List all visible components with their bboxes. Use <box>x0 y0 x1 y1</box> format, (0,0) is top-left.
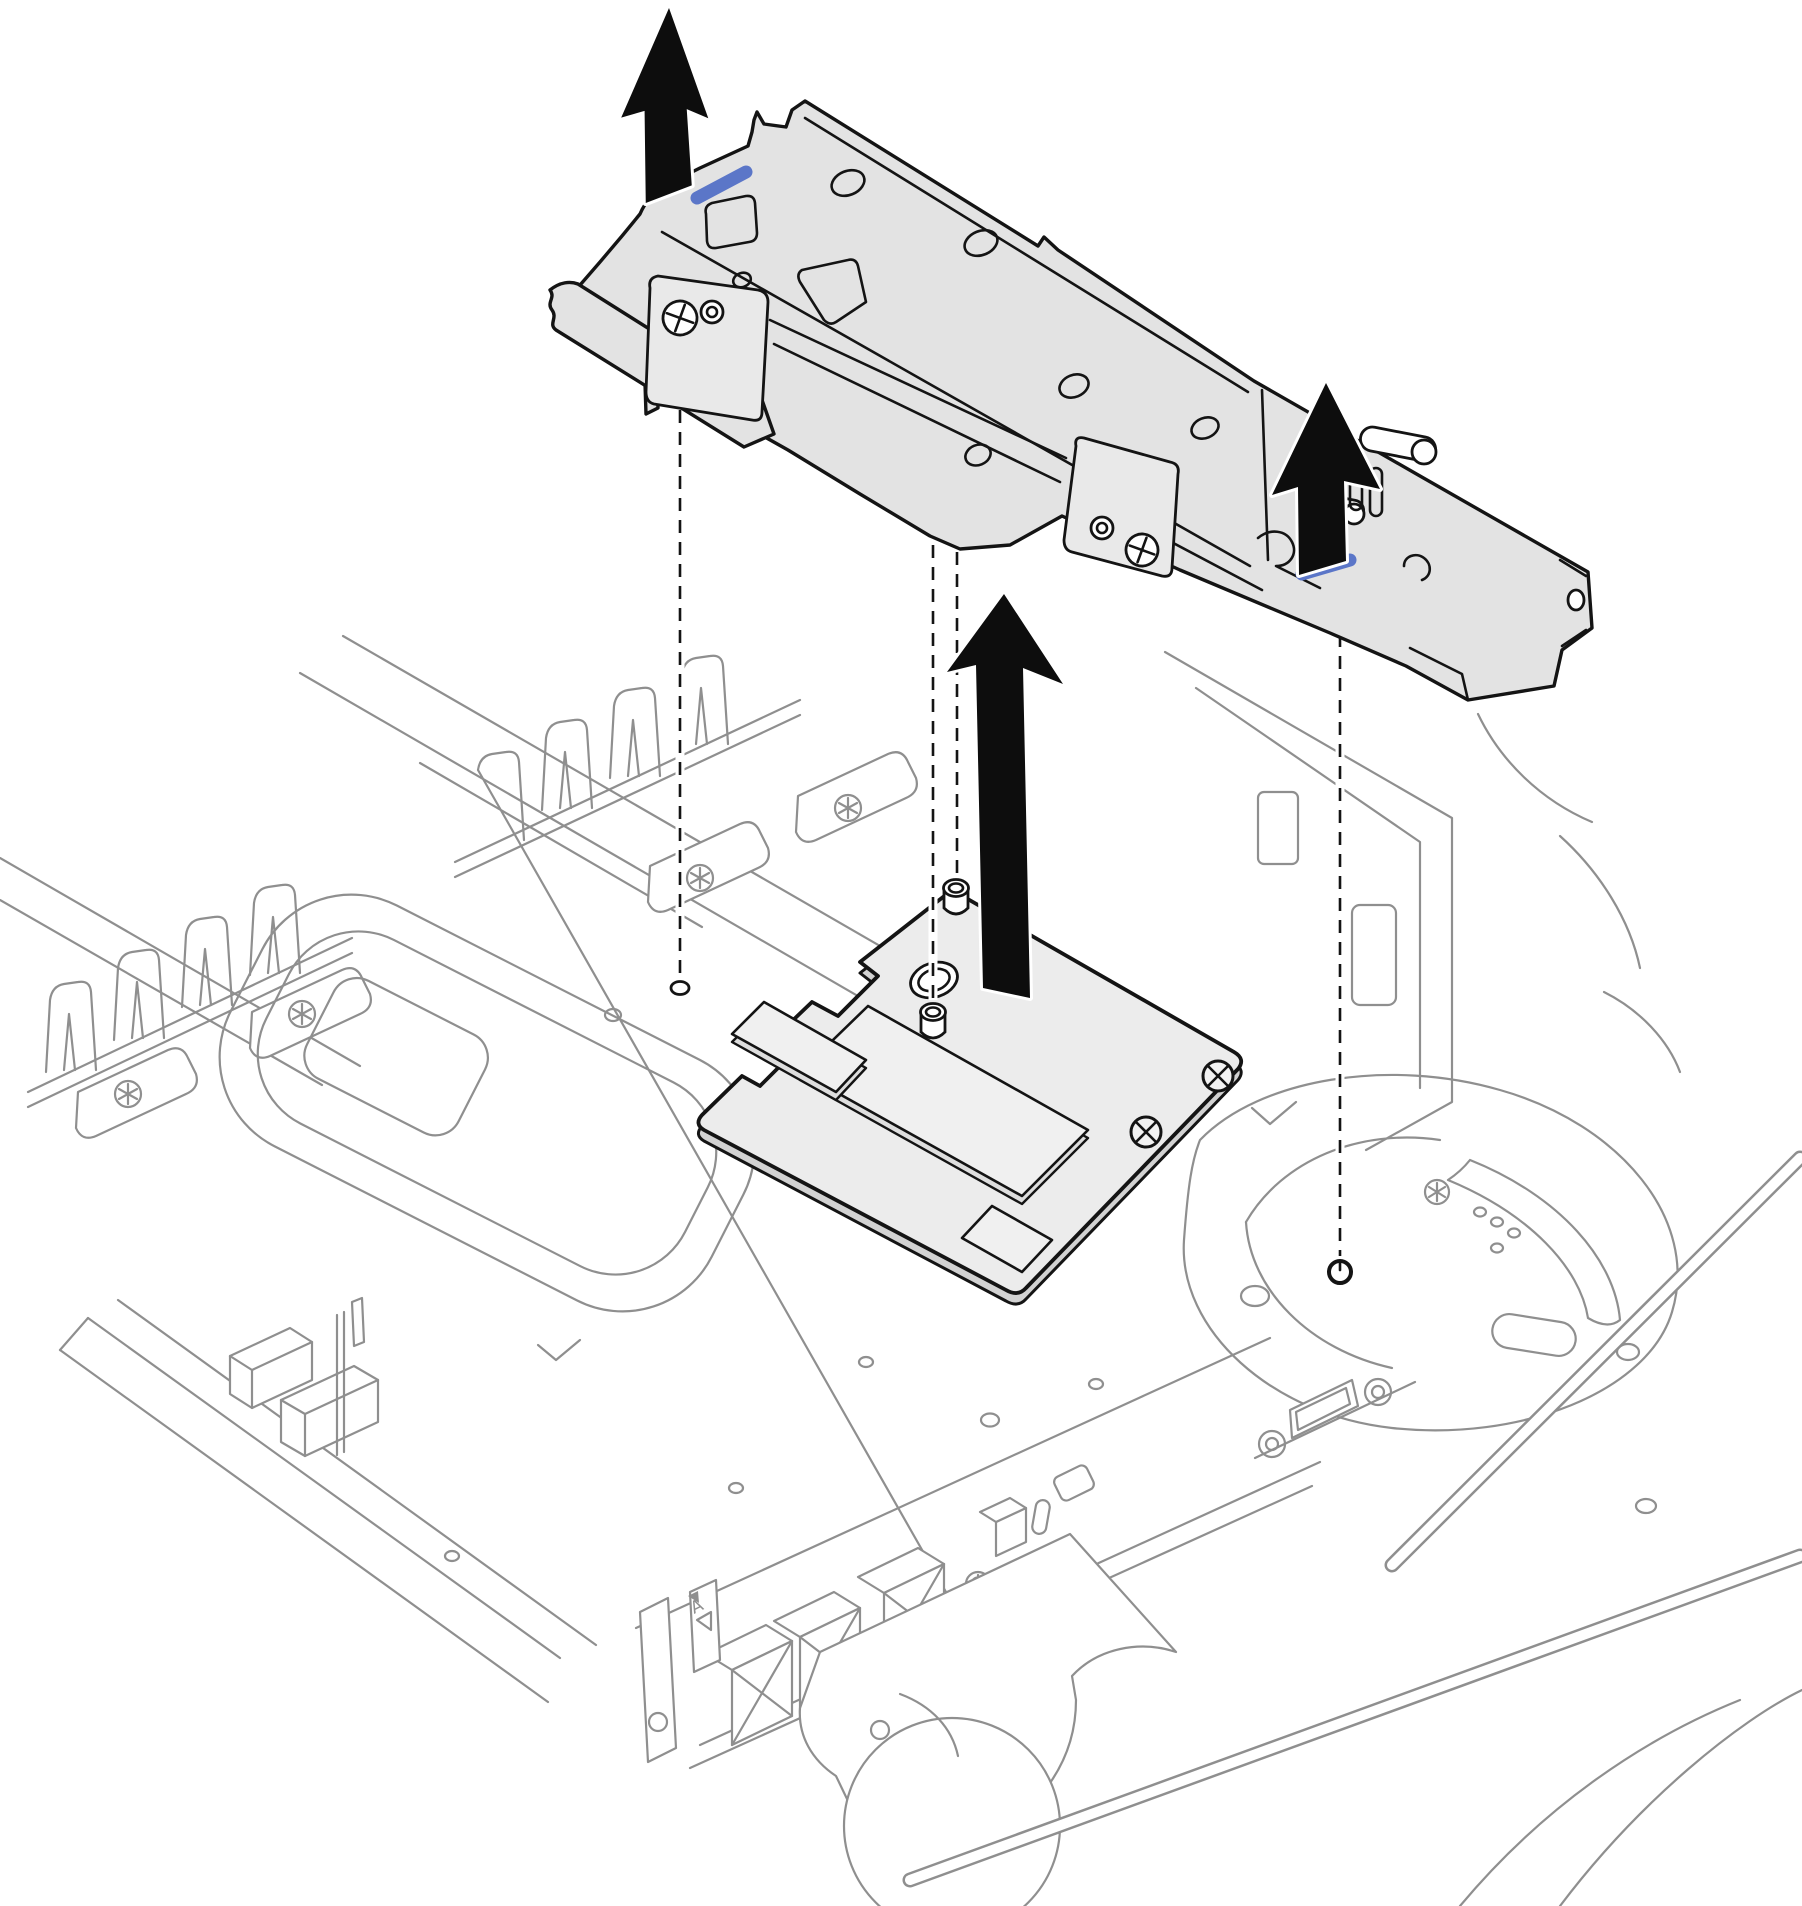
touch-point-left <box>690 165 753 205</box>
arrow-up-icon <box>618 4 712 207</box>
water-loop <box>218 893 756 1313</box>
arrow-up-icon <box>1269 380 1383 578</box>
lift-arrow-left <box>618 4 712 207</box>
vga-connector <box>1253 1377 1417 1460</box>
keyhole-slot <box>1410 438 1438 466</box>
alignment-guides <box>669 388 1353 1285</box>
thermal-pad <box>730 1000 868 1094</box>
conduction-plate <box>696 878 1244 1306</box>
torx-screw <box>685 863 715 893</box>
rivet <box>1089 515 1115 541</box>
usb-port <box>978 1496 1028 1558</box>
right-bracket <box>1163 650 1682 1254</box>
torx-screw <box>833 793 863 823</box>
cable-connectors-left <box>228 1296 380 1458</box>
torx-screw <box>113 1079 143 1109</box>
retention-plate <box>644 274 770 422</box>
comb-bracket-lower <box>26 883 372 1139</box>
bracket-tab-hole <box>1566 588 1586 612</box>
arrow-up-icon <box>944 591 1066 1001</box>
riser-cage <box>548 99 1594 702</box>
phillips-screw <box>1124 532 1160 568</box>
bottom-bracket <box>798 1532 1178 1906</box>
phillips-screw <box>661 299 699 337</box>
service-label-tab: A <box>638 1578 722 1764</box>
plate-screw <box>1129 1115 1163 1149</box>
mini-dp-port <box>1053 1464 1095 1502</box>
torx-screw <box>1423 1178 1451 1206</box>
guide-target-hole <box>1327 1259 1353 1285</box>
plate-screw <box>1201 1059 1235 1093</box>
lift-arrow-center <box>944 591 1066 1001</box>
background-chassis: A <box>0 634 1802 1906</box>
standoff <box>919 1002 947 1040</box>
carrier-rod <box>902 1150 1802 1906</box>
grommet-plate <box>1182 1073 1679 1432</box>
guide-target-hole <box>669 980 691 996</box>
torx-screw <box>287 999 317 1029</box>
retention-plate <box>1062 436 1180 578</box>
standoff <box>942 878 970 916</box>
thermal-pad <box>960 1204 1054 1274</box>
lift-arrow-right <box>1269 380 1383 578</box>
comb-bracket-upper <box>453 654 948 1594</box>
usbc-port <box>1031 1499 1051 1535</box>
rivet <box>699 299 725 325</box>
